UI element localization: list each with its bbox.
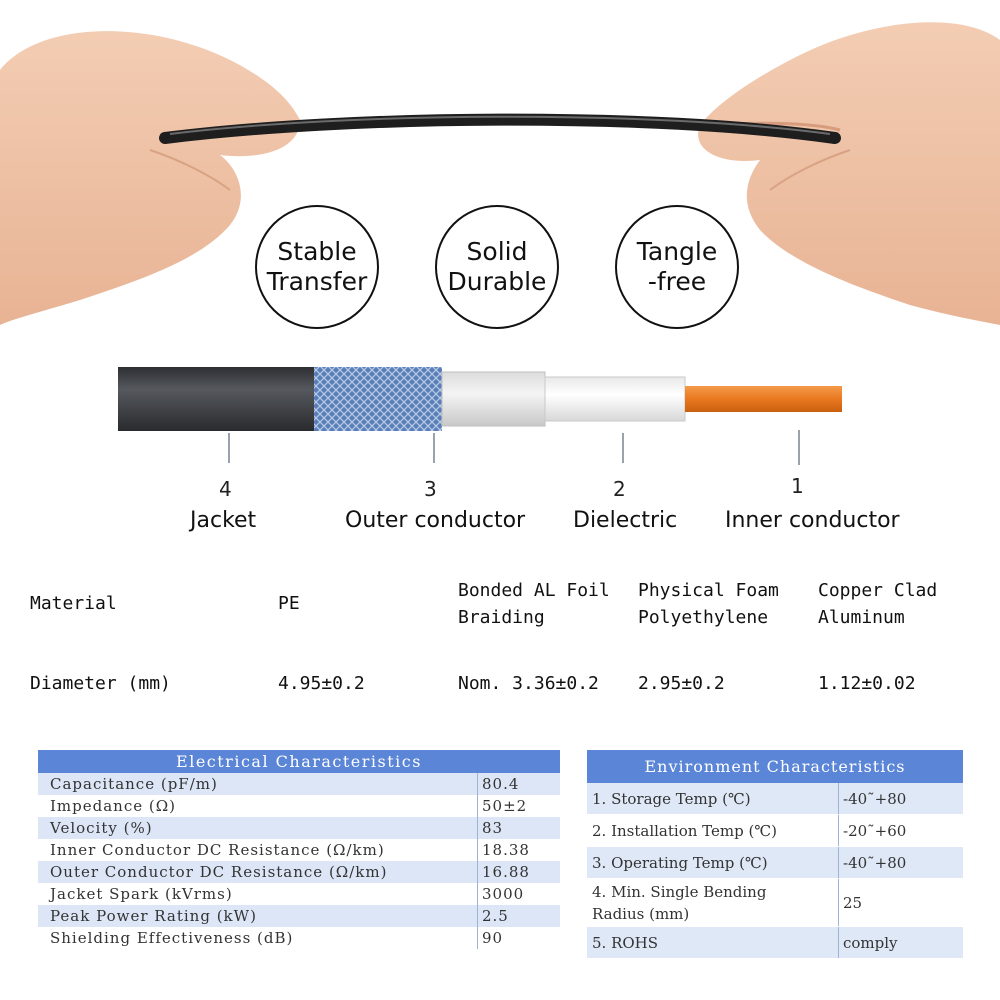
diameter-value: 2.95±0.2 [638,673,725,694]
characteristic-name: Shielding Effectiveness (dB) [38,927,478,949]
characteristic-name: Jacket Spark (kVrms) [38,883,478,905]
layer-number: 3 [424,477,437,501]
electrical-table-title: Electrical Characteristics [38,750,560,773]
diameter-value: 4.95±0.2 [278,673,365,694]
characteristic-value: 2.5 [477,905,560,927]
outer-conductor-leader-line [433,433,435,463]
table-row: Inner Conductor DC Resistance (Ω/km)18.3… [38,839,560,861]
badge-line: -free [647,267,707,296]
characteristic-name: 1. Storage Temp (℃) [587,783,839,815]
table-row: 2. Installation Temp (℃)-20˜+60 [587,814,963,847]
layer-label-outer-conductor: Outer conductor [345,508,526,533]
table-row: 4. Min. Single Bending Radius (mm)25 [587,878,963,927]
badge-line: Stable [277,237,357,266]
table-row: Shielding Effectiveness (dB)90 [38,927,560,949]
characteristic-value: 50±2 [477,795,560,817]
table-row: Capacitance (pF/m)80.4 [38,773,560,795]
badge-line: Tangle [636,237,718,266]
layer-label-dielectric: Dielectric [573,508,678,533]
layer-label-inner-conductor: Inner conductor [725,508,900,533]
environment-characteristics-table: Environment Characteristics 1. Storage T… [587,750,963,959]
badge-line: Solid [466,237,528,266]
environment-table-title: Environment Characteristics [587,750,963,783]
characteristic-name: Velocity (%) [38,817,478,839]
material-value: Physical Foam Polyethylene [638,580,779,628]
characteristic-name: 2. Installation Temp (℃) [587,814,839,847]
characteristic-name: 5. ROHS [587,926,839,959]
table-row: Peak Power Rating (kW)2.5 [38,905,560,927]
table-row: Outer Conductor DC Resistance (Ω/km)16.8… [38,861,560,883]
characteristic-value: comply [838,926,963,959]
table-row: Jacket Spark (kVrms)3000 [38,883,560,905]
jacket-leader-line [228,433,230,463]
jacket-layer [118,367,318,431]
material-value: Copper Clad Aluminum [818,580,938,628]
characteristic-value: 90 [477,927,560,949]
characteristic-name: 4. Min. Single Bending Radius (mm) [587,878,839,927]
characteristic-name: Impedance (Ω) [38,795,478,817]
characteristic-name: Capacitance (pF/m) [38,773,478,795]
badge-solid-durable: Solid Durable [435,205,559,329]
diameter-value: 1.12±0.02 [818,673,916,694]
diameter-row-label: Diameter (mm) [30,673,171,694]
characteristic-name: Peak Power Rating (kW) [38,905,478,927]
braid-layer [314,367,442,431]
product-photo: Stable Transfer Solid Durable Tangle -fr… [0,0,1000,330]
characteristic-value: -40˜+80 [838,783,963,815]
characteristic-value: 80.4 [477,773,560,795]
table-row: 3. Operating Temp (℃)-40˜+80 [587,846,963,879]
characteristic-value: 83 [477,817,560,839]
layer-label-jacket: Jacket [190,508,257,533]
characteristic-value: 3000 [477,883,560,905]
table-row: 1. Storage Temp (℃)-40˜+80 [587,783,963,815]
material-value: PE [278,593,300,614]
material-row-label: Material [30,593,117,614]
foil-layer [441,371,546,427]
dielectric-layer [544,376,686,422]
characteristic-name: Outer Conductor DC Resistance (Ω/km) [38,861,478,883]
dielectric-leader-line [622,433,624,463]
badge-stable-transfer: Stable Transfer [255,205,379,329]
characteristic-value: 16.88 [477,861,560,883]
layer-number: 2 [613,477,626,501]
characteristic-name: Inner Conductor DC Resistance (Ω/km) [38,839,478,861]
hands-holding-cable-image [0,22,1000,325]
layer-number: 4 [219,477,232,501]
characteristic-value: 18.38 [477,839,560,861]
layer-number: 1 [791,474,804,498]
material-value: Bonded AL Foil Braiding [458,580,610,628]
characteristic-value: -40˜+80 [838,846,963,879]
characteristic-name: 3. Operating Temp (℃) [587,846,839,879]
characteristic-value: 25 [838,878,963,927]
diameter-value: Nom. 3.36±0.2 [458,673,599,694]
badge-line: Durable [447,267,547,296]
characteristic-value: -20˜+60 [838,814,963,847]
table-row: Velocity (%)83 [38,817,560,839]
badge-line: Transfer [266,267,368,296]
inner-conductor-leader-line [798,430,800,465]
table-row: Impedance (Ω)50±2 [38,795,560,817]
badge-tangle-free: Tangle -free [615,205,739,329]
electrical-characteristics-table: Electrical Characteristics Capacitance (… [38,750,560,949]
inner-conductor-layer [685,386,842,412]
cable-structure-diagram [118,367,842,431]
